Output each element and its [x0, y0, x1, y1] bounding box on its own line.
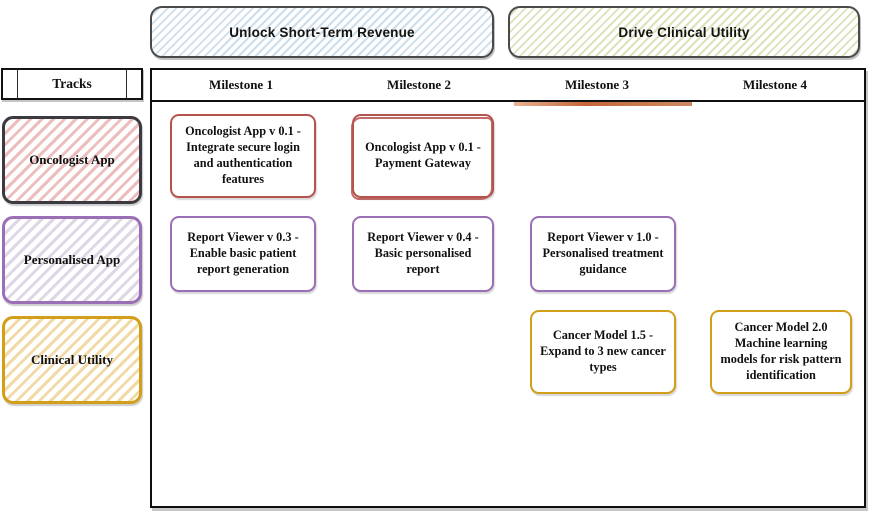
track-label: Personalised App [23, 252, 121, 267]
roadmap-panel: Milestone 1 Milestone 2 Milestone 3 Mile… [150, 68, 866, 508]
goal-banner-label: Drive Clinical Utility [618, 24, 750, 40]
milestone-cards-area: Oncologist App v 0.1 - Integrate secure … [152, 104, 864, 506]
milestone-header-label: Milestone 3 [565, 77, 629, 92]
milestone-card-cancer-model-m4[interactable]: Cancer Model 2.0 Machine learning models… [710, 310, 852, 394]
goal-banner-unlock-short-term-revenue[interactable]: Unlock Short-Term Revenue [150, 6, 494, 58]
milestone-card-oncologist-app-m1[interactable]: Oncologist App v 0.1 - Integrate secure … [170, 114, 316, 198]
milestone-card-report-viewer-m1[interactable]: Report Viewer v 0.3 - Enable basic patie… [170, 216, 316, 292]
milestone-card-cancer-model-m3[interactable]: Cancer Model 1.5 - Expand to 3 new cance… [530, 310, 676, 394]
milestone-header-4[interactable]: Milestone 4 [686, 70, 864, 100]
milestone-card-report-viewer-m2[interactable]: Report Viewer v 0.4 - Basic personalised… [352, 216, 494, 292]
track-swatch-personalised-app[interactable]: Personalised App [2, 216, 142, 304]
milestone-card-text: Oncologist App v 0.1 - Payment Gateway [365, 140, 481, 170]
milestone-card-text: Report Viewer v 0.3 - Enable basic patie… [187, 230, 299, 276]
tracks-header-label: Tracks [52, 76, 92, 91]
milestone-card-report-viewer-m3[interactable]: Report Viewer v 1.0 - Personalised treat… [530, 216, 676, 292]
goal-banner-label: Unlock Short-Term Revenue [229, 24, 415, 40]
track-swatch-oncologist-app[interactable]: Oncologist App [2, 116, 142, 204]
milestone-header-label: Milestone 1 [209, 77, 273, 92]
track-label: Clinical Utility [31, 352, 113, 367]
milestone-card-text: Oncologist App v 0.1 - Integrate secure … [185, 124, 301, 186]
milestone-header-2[interactable]: Milestone 2 [330, 70, 508, 100]
milestone-card-oncologist-app-m2[interactable]: Oncologist App v 0.1 - Payment Gateway [351, 114, 494, 200]
milestone-header-1[interactable]: Milestone 1 [152, 70, 330, 100]
milestone-header-3[interactable]: Milestone 3 [508, 70, 686, 100]
track-label: Oncologist App [29, 152, 115, 167]
goal-banner-drive-clinical-utility[interactable]: Drive Clinical Utility [508, 6, 860, 58]
milestone-card-text: Report Viewer v 1.0 - Personalised treat… [542, 230, 664, 276]
milestone-card-text: Cancer Model 1.5 - Expand to 3 new cance… [540, 328, 666, 374]
milestone-card-text: Cancer Model 2.0 Machine learning models… [720, 320, 842, 382]
milestone-header-row: Milestone 1 Milestone 2 Milestone 3 Mile… [152, 70, 864, 102]
milestone-header-label: Milestone 2 [387, 77, 451, 92]
milestone-card-text: Report Viewer v 0.4 - Basic personalised… [367, 230, 479, 276]
milestone-header-label: Milestone 4 [743, 77, 807, 92]
active-milestone-underline [514, 102, 692, 106]
tracks-header-cell: Tracks [1, 68, 143, 100]
track-swatch-clinical-utility[interactable]: Clinical Utility [2, 316, 142, 404]
